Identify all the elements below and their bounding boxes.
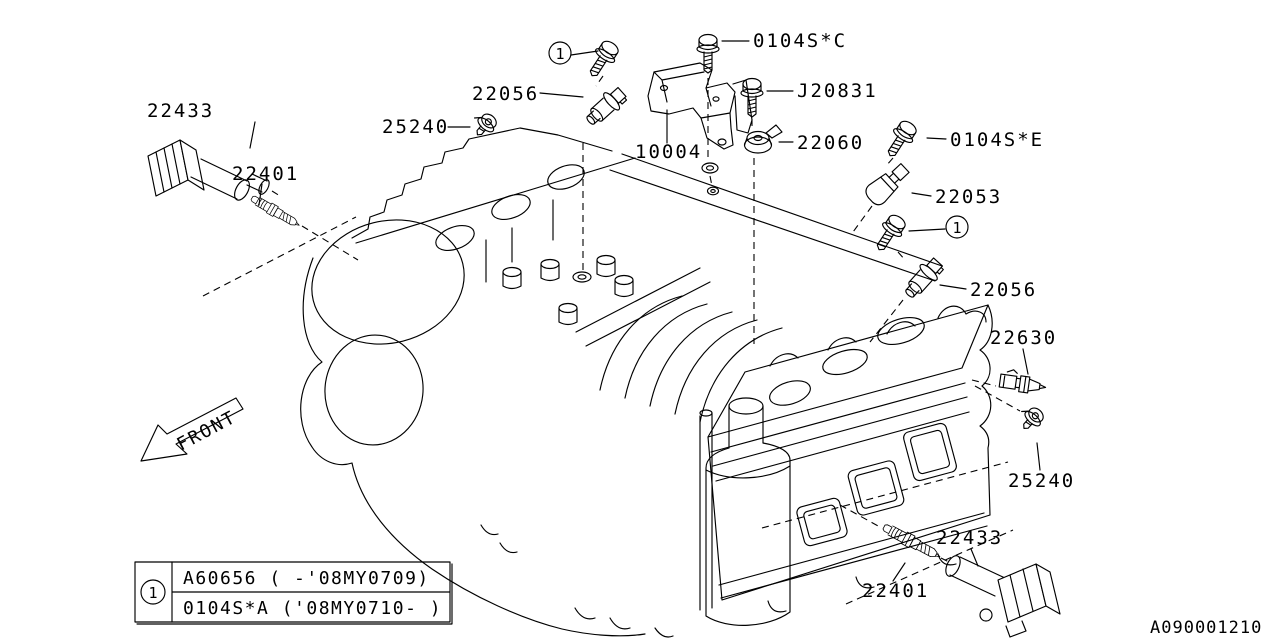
valve-cover-window — [796, 497, 848, 547]
bolt-right-note1 — [869, 210, 910, 257]
callout-plug-upper-left: 22401 — [232, 163, 299, 185]
note-top-number: 1 — [555, 45, 564, 63]
callout-bolt-e: 0104S*E — [950, 129, 1044, 151]
bracket-10004 — [647, 62, 753, 150]
spark-plug-hole-boss — [572, 271, 592, 283]
spark-plug-upper-left — [248, 192, 303, 231]
washer — [701, 162, 719, 174]
cam-sensor-coil-upper — [580, 83, 630, 131]
legend-row-1: A60656 ( -'08MY0709) — [183, 568, 430, 589]
front-arrow-icon — [140, 397, 244, 462]
callout-sensor-upper: 25240 — [382, 116, 449, 138]
valve-cover-window — [903, 422, 957, 482]
callout-bolt-j: J20831 — [797, 80, 878, 102]
front-direction-marker: FRONT — [140, 397, 244, 462]
sensor-22060 — [743, 124, 783, 154]
callout-bolt-c: 0104S*C — [753, 30, 847, 52]
coil-plug-axis-dash — [271, 190, 281, 197]
ignition-coil-lower-right — [945, 555, 1061, 638]
callout-sensor-right: 25240 — [1008, 470, 1075, 492]
callout-coil-upper-mid: 22056 — [472, 83, 539, 105]
drawing-number: A090001210 — [1150, 618, 1262, 638]
washer-small — [706, 186, 720, 196]
callout-sensor-22060: 22060 — [797, 132, 864, 154]
valve-cover-window — [847, 460, 905, 516]
callout-coil-upper-left: 22433 — [147, 100, 214, 122]
plug-engine-axis-dash — [301, 225, 359, 261]
legend-row-2: 0104S*A ('08MY0710- ) — [183, 598, 442, 619]
callout-bracket: 10004 — [635, 141, 702, 163]
oil-pressure-switch-right — [1013, 401, 1048, 436]
legend-note-number: 1 — [148, 584, 157, 602]
note-marker-right: 1 — [945, 215, 969, 239]
engine-block — [202, 127, 1014, 638]
callout-sensor-22630: 22630 — [990, 327, 1057, 349]
spark-plug-lower-right — [880, 520, 944, 563]
bolt-upper — [582, 36, 623, 83]
callout-plug-lower-right: 22401 — [862, 580, 929, 602]
note-right-number: 1 — [952, 219, 961, 237]
callout-coil-22053: 22053 — [935, 186, 1002, 208]
coil-22053 — [865, 163, 910, 206]
note-marker-top: 1 — [548, 41, 572, 65]
callout-coil-lower-right: 22433 — [936, 527, 1003, 549]
legend-note-circle — [140, 579, 166, 605]
leader-lines — [249, 40, 1041, 582]
ignition-coil-upper-left — [147, 139, 270, 201]
sensor-22630 — [998, 369, 1047, 394]
cam-sensor-coil-right — [899, 254, 947, 304]
legend-table: 1 A60656 ( -'08MY0709) 0104S*A ('08MY071… — [134, 561, 453, 625]
bolt-0104se — [880, 116, 921, 163]
bolt-j20831 — [740, 77, 764, 118]
callout-coil-right: 22056 — [970, 279, 1037, 301]
front-label: FRONT — [173, 407, 240, 456]
